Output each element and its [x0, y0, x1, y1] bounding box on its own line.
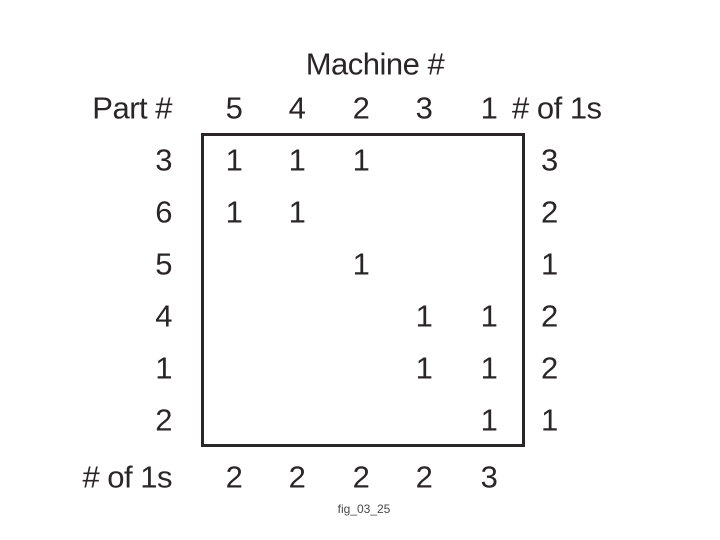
column-sum: 2 [415, 459, 433, 495]
matrix-cell: 1 [225, 194, 243, 230]
matrix-cell: 1 [352, 246, 370, 282]
matrix-cell: 1 [480, 402, 498, 438]
column-sum: 3 [480, 459, 498, 495]
matrix-cell: 1 [480, 298, 498, 334]
matrix-cell: 1 [415, 350, 433, 386]
machine-number-header: 3 [415, 90, 433, 126]
figure-title: Machine # [305, 46, 445, 82]
column-sum: 2 [288, 459, 306, 495]
matrix-cell: 1 [288, 142, 306, 178]
matrix-cell: 1 [352, 142, 370, 178]
row-sum-header: # of 1s [512, 90, 602, 126]
matrix-cell: 1 [480, 350, 498, 386]
column-sum-label: # of 1s [82, 459, 172, 495]
matrix-cell: 1 [225, 142, 243, 178]
column-sum: 2 [225, 459, 243, 495]
row-sum: 2 [541, 194, 558, 230]
part-axis-label: Part # [92, 90, 172, 126]
machine-number-header: 4 [288, 90, 306, 126]
matrix-cell: 1 [415, 298, 433, 334]
part-number-label: 4 [155, 298, 172, 334]
figure-caption: fig_03_25 [337, 502, 391, 516]
machine-number-header: 5 [225, 90, 243, 126]
part-number-label: 6 [155, 194, 172, 230]
part-number-label: 3 [155, 142, 172, 178]
matrix-border-box [201, 133, 525, 447]
row-sum: 2 [541, 350, 558, 386]
row-sum: 1 [541, 246, 558, 282]
part-number-label: 5 [155, 246, 172, 282]
row-sum: 2 [541, 298, 558, 334]
part-number-label: 2 [155, 402, 172, 438]
machine-number-header: 1 [480, 90, 498, 126]
matrix-cell: 1 [288, 194, 306, 230]
row-sum: 3 [541, 142, 558, 178]
machine-number-header: 2 [352, 90, 370, 126]
row-sum: 1 [541, 402, 558, 438]
part-number-label: 1 [155, 350, 172, 386]
column-sum: 2 [352, 459, 370, 495]
